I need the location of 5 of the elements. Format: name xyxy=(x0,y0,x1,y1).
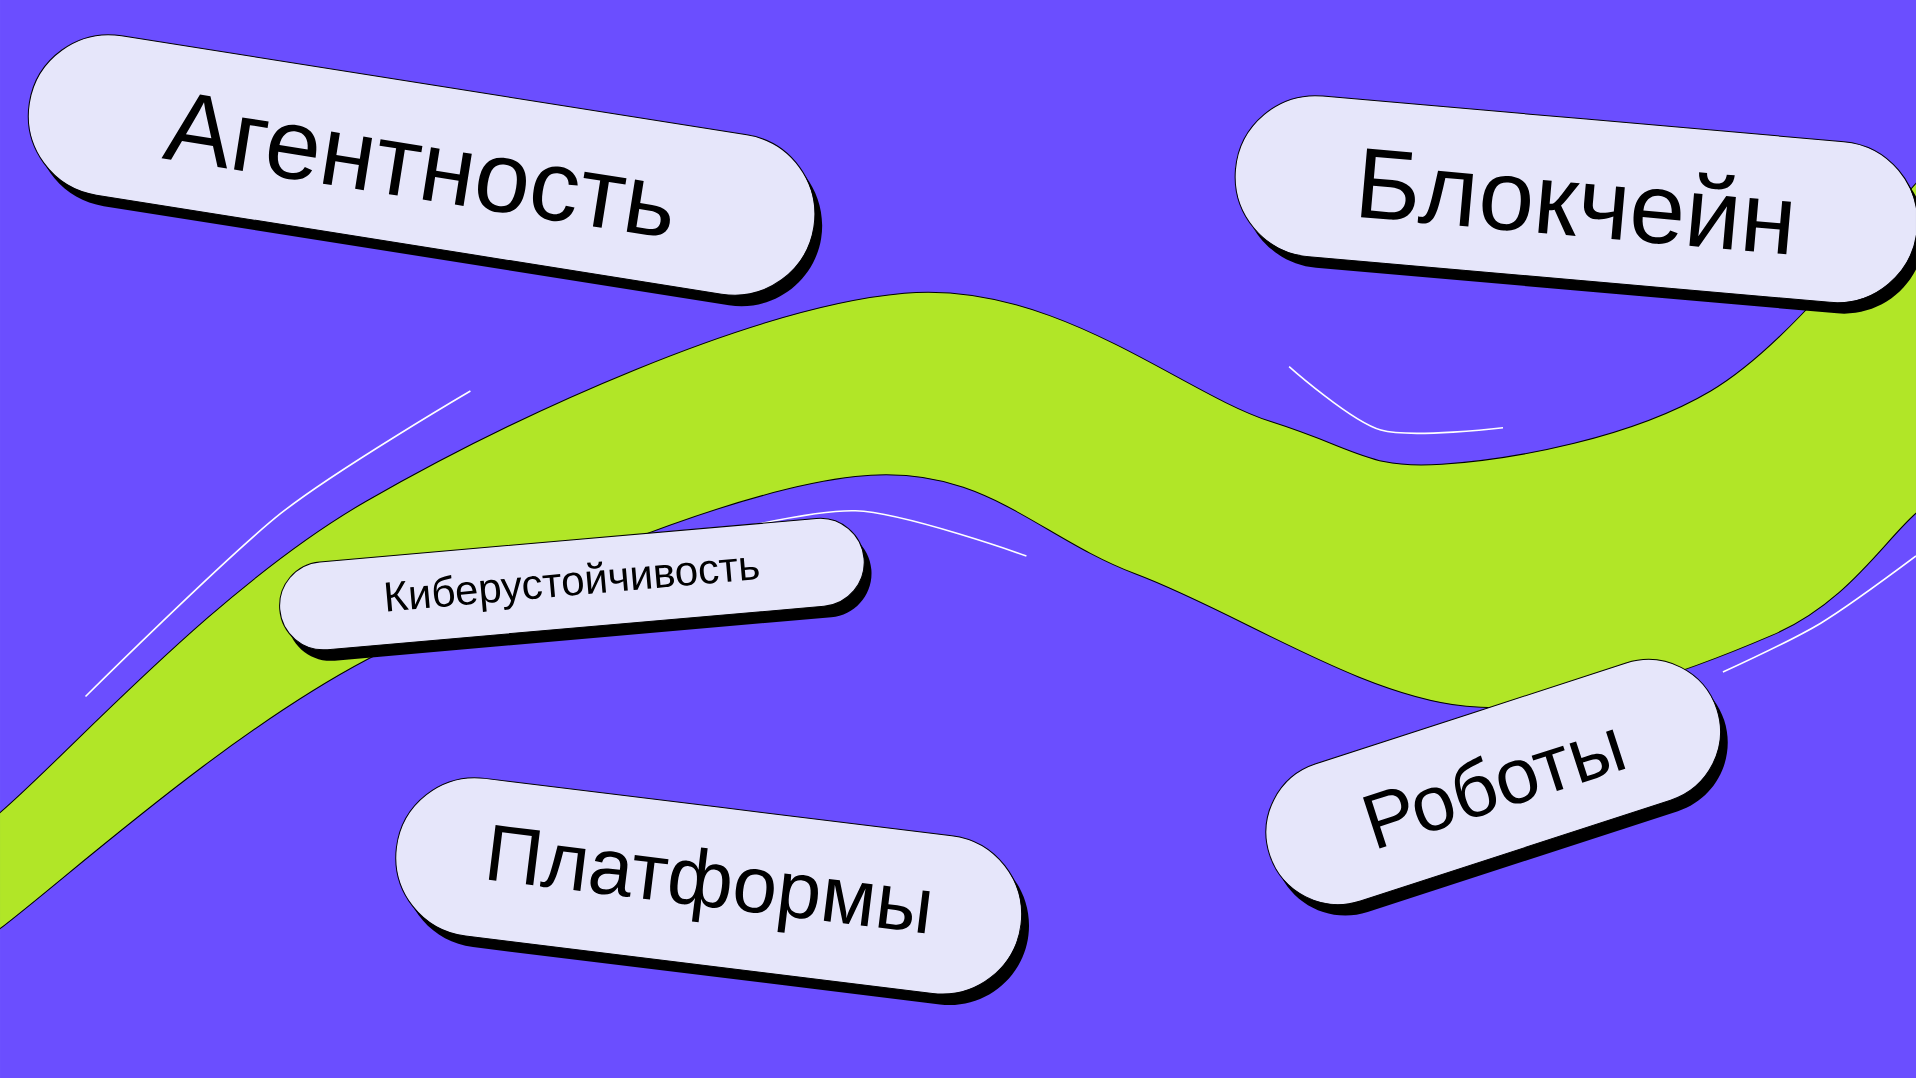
pill-label: Роботы xyxy=(1265,659,1728,916)
pill-label: Блокчейн xyxy=(1234,95,1916,314)
pill-label: Киберустойчивость xyxy=(279,517,872,661)
pill-label: Агентность xyxy=(27,34,823,307)
pill-label: Платформы xyxy=(395,777,1029,1005)
